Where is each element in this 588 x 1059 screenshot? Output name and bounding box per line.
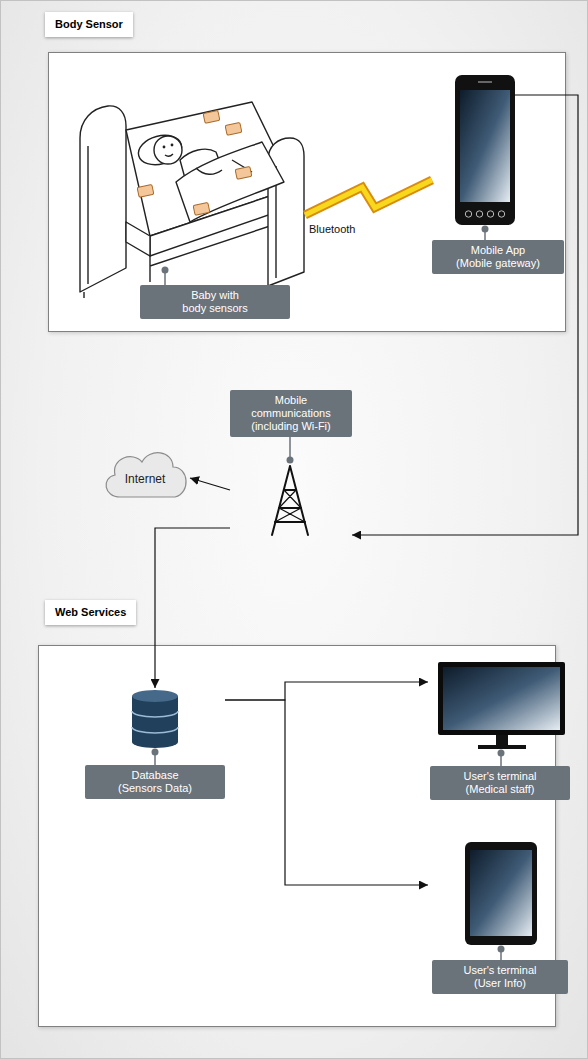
data-flow-arrow	[155, 528, 230, 688]
phone-screen	[460, 90, 510, 202]
cloud-label: Internet	[125, 472, 166, 486]
panel-heading: Web Services	[45, 600, 136, 625]
radio-tower	[272, 466, 308, 535]
body-sensors	[137, 110, 252, 215]
baby-eye	[171, 144, 174, 147]
node-label: User's terminal (User Info)	[432, 960, 568, 994]
label-pins	[152, 226, 505, 963]
tower-braces	[275, 490, 305, 522]
pin-dot	[287, 457, 294, 464]
phone-icon	[455, 75, 564, 225]
body-sensor	[137, 184, 154, 197]
baby-mouth	[165, 154, 173, 156]
edge-label-anchor: Bluetooth	[309, 223, 355, 236]
node-label: Mobile communications (including Wi-Fi)	[230, 390, 352, 437]
phone-button	[498, 211, 504, 217]
phone-buttons	[465, 211, 504, 217]
panel-heading: Body Sensor	[45, 12, 133, 37]
monitor-icon	[438, 662, 565, 749]
tablet-body	[465, 842, 537, 945]
node-label: Baby with body sensors	[140, 285, 290, 319]
pin-dot	[152, 749, 159, 756]
pin-dot	[498, 946, 505, 953]
monitor-base	[478, 745, 526, 749]
phone-button	[487, 211, 493, 217]
bed-footboard	[268, 138, 304, 286]
bolt-outline	[305, 180, 432, 215]
bed-headboard-line	[87, 146, 88, 284]
body-sensor	[193, 202, 210, 215]
node-label: User's terminal (Medical staff)	[430, 766, 570, 800]
baby-blanket	[176, 142, 284, 222]
baby-head	[154, 136, 182, 164]
bed-frame	[84, 226, 270, 298]
tablet-icon	[465, 842, 537, 945]
tower-legs	[272, 466, 308, 535]
phone-button	[476, 211, 482, 217]
node-label: Mobile App (Mobile gateway)	[432, 240, 564, 274]
bed-illustration	[80, 102, 304, 298]
pin-dot	[498, 750, 505, 757]
phone-speaker	[478, 81, 492, 83]
bed-mattress-side	[126, 222, 150, 256]
bluetooth-bolt	[305, 180, 432, 215]
monitor-bezel	[438, 662, 565, 735]
mobile-network-node: Mobile communications (including Wi-Fi)	[230, 390, 352, 538]
database-body	[132, 696, 178, 748]
pin-line	[289, 425, 291, 460]
database-top	[132, 690, 178, 702]
database-rings	[132, 711, 178, 733]
data-flow-arrow	[225, 700, 428, 885]
phone-wire	[515, 94, 564, 95]
pin-dot	[482, 226, 489, 233]
tablet-screen	[470, 850, 532, 936]
node-label: Database (Sensors Data)	[85, 765, 225, 799]
body-sensor	[225, 122, 242, 135]
phone-body	[455, 75, 515, 225]
internet-cloud: Internet	[100, 445, 190, 505]
data-flow-arrow	[190, 478, 230, 490]
data-flow-arrow	[225, 682, 428, 700]
baby-pillow	[135, 131, 185, 169]
baby-eye	[163, 146, 166, 149]
body-sensor	[235, 166, 252, 179]
database-icon	[132, 690, 178, 748]
bed-headboard	[80, 106, 126, 292]
connector-label: Bluetooth	[309, 223, 355, 236]
pin-dot	[162, 267, 169, 274]
data-flow-arrow	[352, 95, 578, 535]
body-sensor	[203, 110, 220, 123]
monitor-neck	[496, 735, 508, 745]
tower-rungs	[275, 490, 305, 522]
monitor-screen	[443, 667, 560, 730]
phone-button	[465, 211, 471, 217]
cloud-shape	[106, 453, 186, 497]
